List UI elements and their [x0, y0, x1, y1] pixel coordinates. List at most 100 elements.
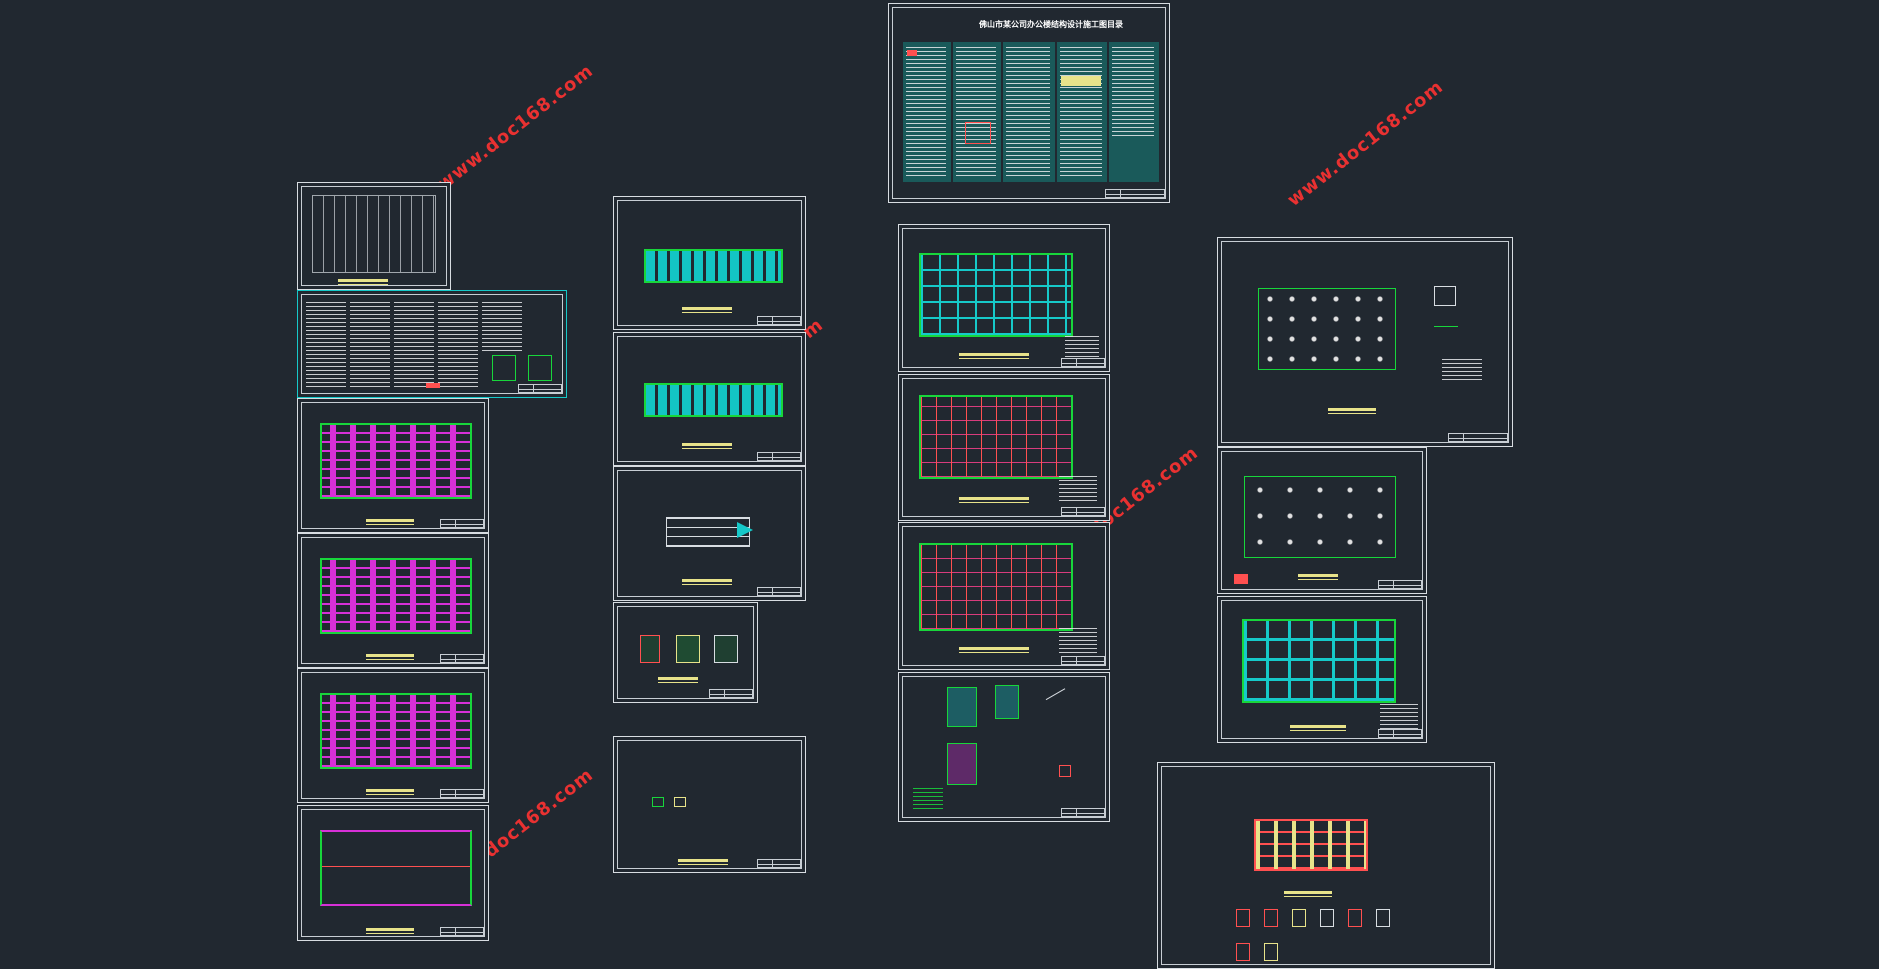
list-text	[956, 46, 996, 176]
notes-column	[482, 301, 522, 351]
title-block	[1378, 729, 1422, 738]
floor-plan-drawing	[320, 693, 472, 769]
sheet-caption	[959, 353, 1029, 359]
sheet-section[interactable]	[613, 466, 806, 601]
column-section	[1236, 943, 1250, 961]
title-block	[440, 789, 484, 798]
detail-drawing	[674, 797, 686, 807]
title-block	[1061, 507, 1105, 516]
sheet-beam-plan-3[interactable]	[898, 522, 1110, 670]
detail-box	[528, 355, 552, 381]
sheet-caption	[682, 579, 732, 585]
sheet-roof-plan[interactable]	[297, 805, 489, 941]
title-block	[1061, 358, 1105, 367]
yellow-mark	[1061, 76, 1101, 86]
sheet-beam-plan-1[interactable]	[898, 224, 1110, 372]
column-section	[1264, 909, 1278, 927]
watermark-1: www.doc168.com	[433, 60, 598, 195]
section-drawing	[666, 517, 753, 547]
notes	[1059, 625, 1097, 653]
sheet-cover[interactable]: 佛山市某公司办公楼结构设计施工图目录	[888, 3, 1170, 203]
sheet-general-notes[interactable]	[297, 290, 567, 398]
roof-ridge-line	[322, 866, 470, 867]
sheet-caption	[366, 519, 414, 525]
column-section	[1236, 909, 1250, 927]
list-panel	[1057, 42, 1107, 182]
list-panel	[953, 42, 1001, 182]
footing-detail	[1434, 286, 1456, 306]
sheet-caption	[1284, 891, 1332, 897]
floor-plan-drawing	[320, 558, 472, 634]
sheet-column-schedule[interactable]	[1157, 762, 1495, 969]
list-panel	[1003, 42, 1055, 182]
column-section	[1264, 943, 1278, 961]
title-block	[1061, 808, 1105, 817]
stair-section	[737, 522, 753, 538]
red-mark	[426, 383, 440, 388]
title-block	[709, 689, 753, 698]
sheet-caption	[959, 647, 1029, 653]
column-elevation	[1254, 819, 1368, 871]
sheet-site-plan[interactable]	[297, 182, 451, 290]
notes-column	[350, 301, 390, 387]
detail-box	[492, 355, 516, 381]
sheet-caption	[366, 928, 414, 934]
sheet-details-1[interactable]	[613, 602, 758, 703]
sheet-caption	[682, 443, 732, 449]
title-block	[1448, 433, 1508, 442]
sheet-foundation-plan[interactable]	[1217, 237, 1513, 447]
slab-drawing	[1242, 619, 1396, 703]
stair-plan	[995, 685, 1019, 719]
stair-section-line	[1045, 688, 1071, 709]
sheet-caption	[366, 654, 414, 660]
notes	[1065, 335, 1099, 357]
sheet-caption	[682, 307, 732, 313]
title-block	[757, 316, 801, 325]
column-drawing	[1244, 476, 1396, 558]
roof-plan-drawing	[320, 830, 472, 906]
sheet-caption	[658, 677, 698, 683]
list-text	[906, 46, 946, 176]
sheet-floor-plan-3[interactable]	[297, 668, 489, 803]
column-section	[1376, 909, 1390, 927]
sheet-caption	[1290, 725, 1346, 731]
sheet-floor-plan-1[interactable]	[297, 398, 489, 533]
reinforcement-drawing	[919, 543, 1073, 631]
sheet-caption	[1298, 574, 1338, 580]
notes-column	[306, 301, 346, 387]
cover-title: 佛山市某公司办公楼结构设计施工图目录	[979, 20, 1123, 29]
site-drawing	[312, 195, 436, 273]
detail-drawing	[640, 635, 660, 663]
elevation-drawing	[644, 383, 783, 417]
sheet-elevation-2[interactable]	[613, 332, 806, 466]
notes	[1059, 475, 1097, 501]
title-block	[1378, 580, 1422, 589]
sheet-elevation-1[interactable]	[613, 196, 806, 330]
detail-drawing	[652, 797, 664, 807]
sheet-stair-details[interactable]	[898, 672, 1110, 822]
notes-column	[438, 301, 478, 387]
sheet-details-2[interactable]	[613, 736, 806, 873]
column-section	[1320, 909, 1334, 927]
sheet-slab-plan[interactable]	[1217, 596, 1427, 743]
watermark-2: www.doc168.com	[1283, 76, 1448, 211]
sheet-floor-plan-2[interactable]	[297, 533, 489, 668]
list-panel	[1109, 42, 1159, 182]
list-text	[1060, 46, 1102, 176]
red-mark	[907, 50, 917, 56]
notes	[1442, 356, 1482, 380]
reinforcement-drawing	[919, 395, 1073, 479]
list-text	[1006, 46, 1050, 176]
detail-drawing	[676, 635, 700, 663]
title-block	[757, 859, 801, 868]
sheet-beam-plan-2[interactable]	[898, 374, 1110, 521]
footing-section	[1434, 316, 1458, 327]
title-block	[518, 384, 562, 393]
title-block	[440, 519, 484, 528]
list-panel	[903, 42, 951, 182]
sheet-column-plan[interactable]	[1217, 447, 1427, 594]
red-mark	[1234, 574, 1248, 584]
floor-plan-drawing	[320, 423, 472, 499]
title-block	[440, 654, 484, 663]
foundation-drawing	[1258, 288, 1396, 370]
